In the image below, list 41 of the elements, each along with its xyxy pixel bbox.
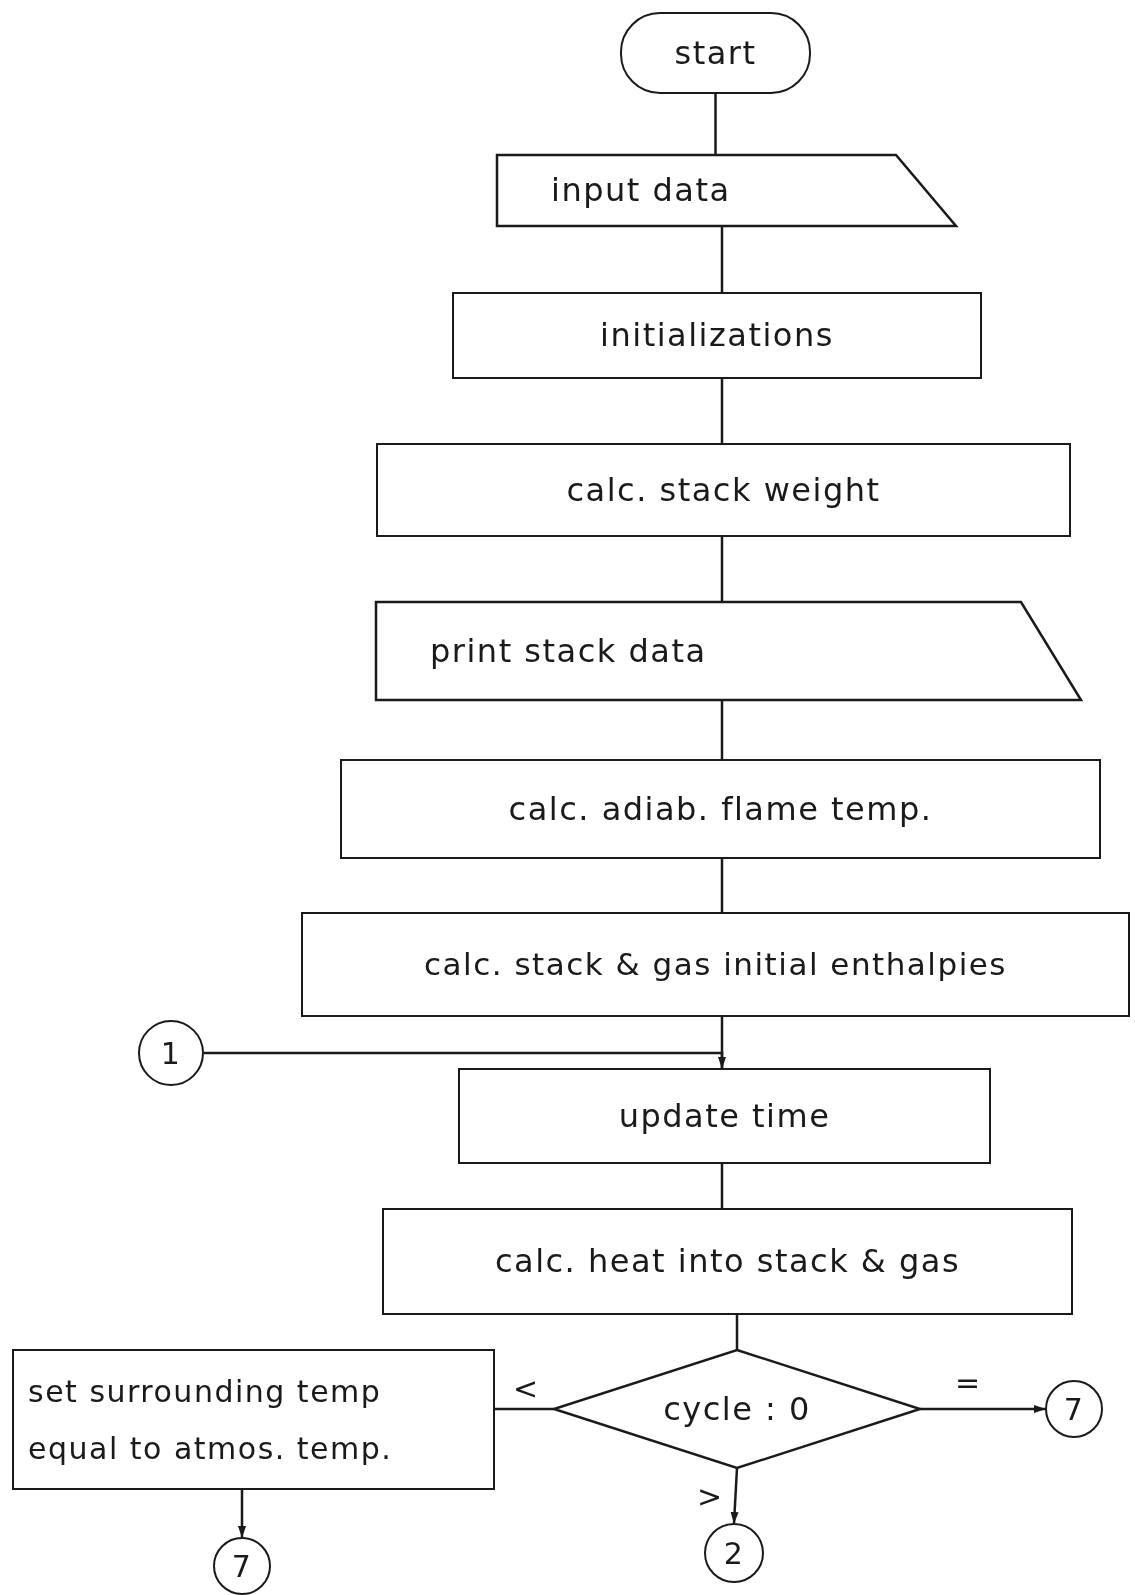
node-text: calc. stack weight <box>565 469 882 511</box>
connector-line <box>735 1315 739 1350</box>
connector-line <box>720 379 724 443</box>
connector-circle <box>213 1537 271 1595</box>
node-text: start <box>673 32 758 74</box>
process-box <box>12 1349 495 1490</box>
process-box <box>382 1208 1073 1315</box>
node-text: 2 <box>723 1534 745 1573</box>
process-box <box>458 1068 991 1164</box>
node-text: cycle : 0 <box>662 1388 812 1430</box>
node-text: 1 <box>160 1034 182 1073</box>
connector-line <box>204 1051 726 1069</box>
connector-line <box>714 94 717 155</box>
node-text: 7 <box>1063 1390 1085 1429</box>
decision-diamond <box>554 1350 920 1468</box>
connector-line <box>720 226 724 292</box>
process-box <box>376 443 1071 537</box>
input-output-shape <box>497 155 956 226</box>
connector-circle <box>1045 1380 1103 1438</box>
node-text: calc. heat into stack & gas <box>493 1241 962 1283</box>
node-text: input data <box>550 170 732 212</box>
node-text: initializations <box>599 315 835 357</box>
process-box <box>452 292 982 379</box>
connector-line <box>920 1405 1046 1413</box>
connector-line <box>720 1164 724 1208</box>
node-text: calc. stack & gas initial enthalpies <box>423 945 1008 985</box>
node-text: calc. adiab. flame temp. <box>507 788 934 830</box>
process-box <box>340 759 1101 859</box>
connector-line <box>720 700 724 759</box>
connector-line <box>720 537 724 602</box>
process-box <box>301 912 1130 1017</box>
connector-line <box>238 1490 246 1538</box>
connector-circle <box>704 1523 764 1583</box>
node-text: set surrounding temp equal to atmos. temp. <box>27 1372 394 1468</box>
input-output-shape <box>376 602 1081 700</box>
connector-line <box>720 859 724 912</box>
node-text: 7 <box>231 1547 253 1586</box>
node-text: update time <box>617 1095 832 1137</box>
connector-line <box>730 1467 739 1524</box>
connector-line <box>495 1407 554 1411</box>
node-text: print stack data <box>429 630 708 672</box>
